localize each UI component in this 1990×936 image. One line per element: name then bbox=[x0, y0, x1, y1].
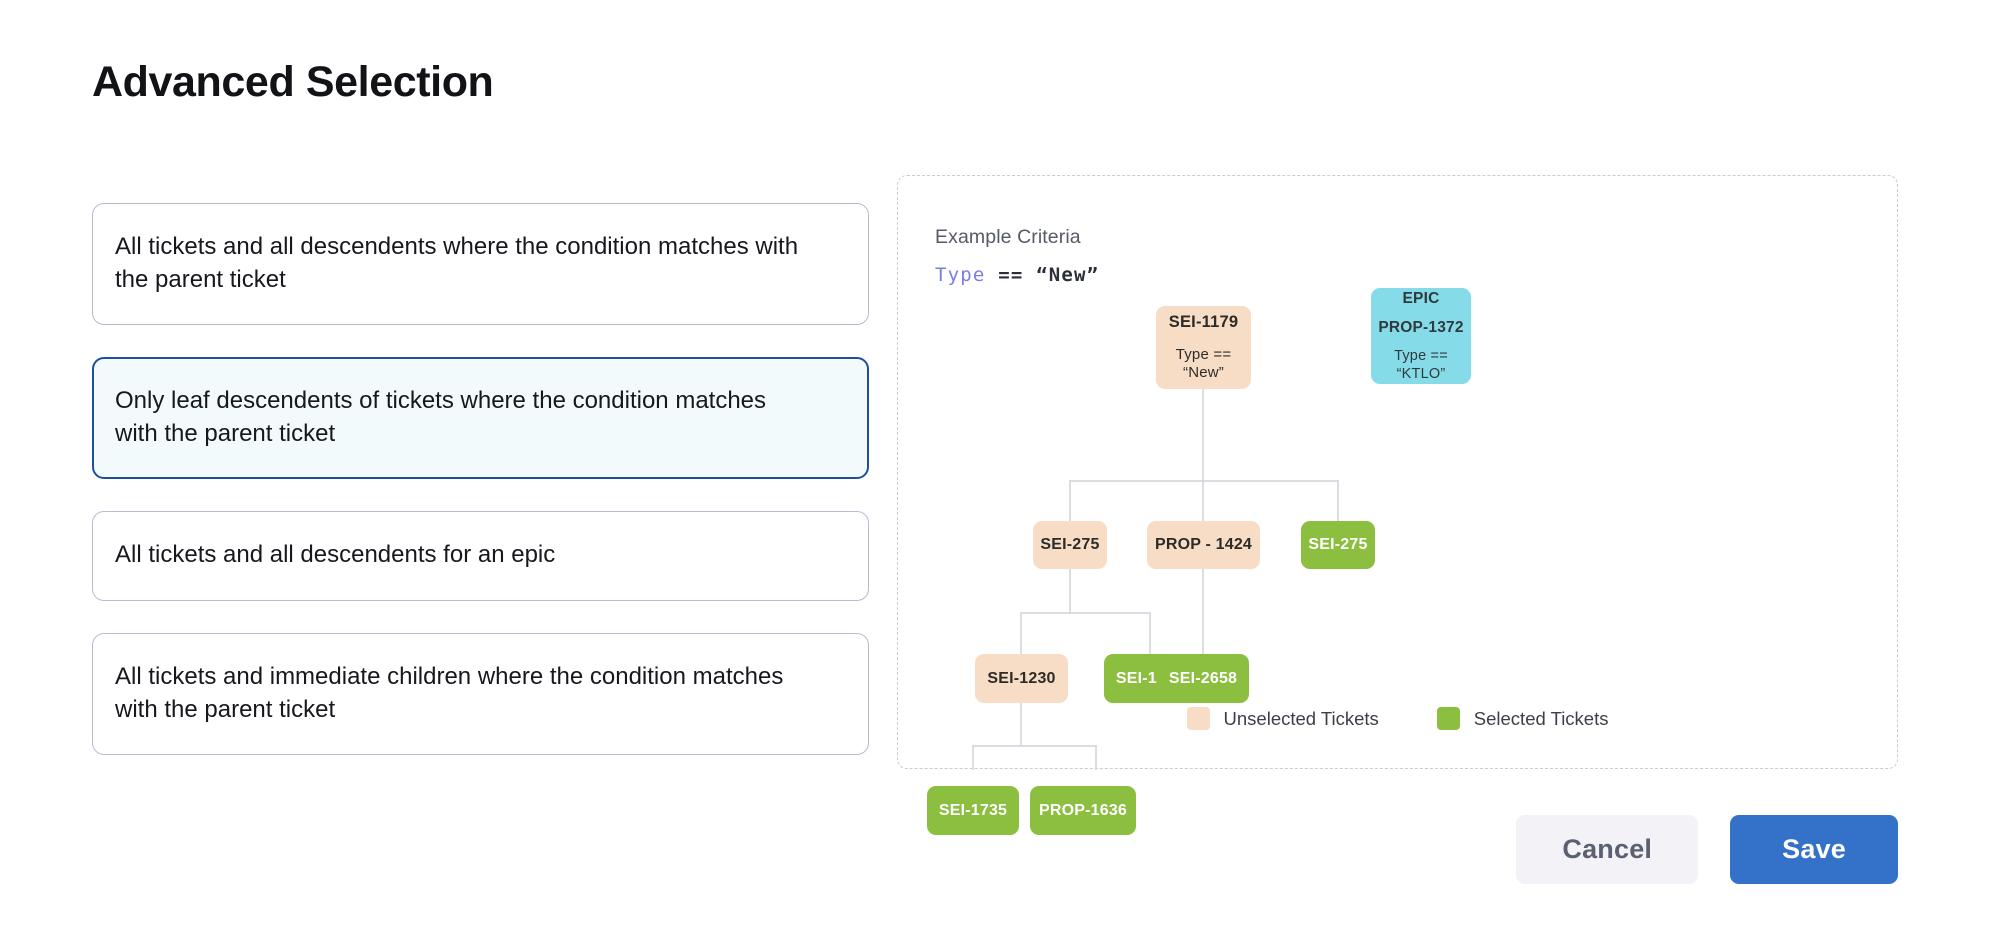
option-label: All tickets and all descendents for an e… bbox=[115, 541, 556, 569]
option-card-all-descendents-epic[interactable]: All tickets and all descendents for an e… bbox=[92, 511, 869, 601]
option-card-all-descendents-condition[interactable]: All tickets and all descendents where th… bbox=[92, 203, 869, 326]
node-label: SEI-1735 bbox=[938, 801, 1008, 819]
node-label: SEI-275 bbox=[1040, 536, 1100, 553]
node-label: SEI-1230 bbox=[987, 669, 1056, 687]
legend-item-selected: Selected Tickets bbox=[1436, 707, 1609, 730]
tree-node-sei-275-a[interactable]: SEI-275 bbox=[1033, 521, 1107, 569]
tree-node-sei-1735-b[interactable]: SEI-1735 bbox=[927, 786, 1019, 835]
node-condition: Type == “New” bbox=[1175, 345, 1232, 382]
example-diagram-panel: Example Criteria Type == “New” bbox=[897, 175, 1898, 835]
legend-swatch-unselected-icon bbox=[1186, 707, 1210, 730]
option-label: Only leaf descendents of tickets where t… bbox=[115, 387, 767, 448]
page-title: Advanced Selection bbox=[92, 58, 494, 106]
tree-node-sei-275-b[interactable]: SEI-275 bbox=[1301, 521, 1375, 569]
node-condition: Type == “KTLO” bbox=[1394, 348, 1448, 383]
legend-label: Selected Tickets bbox=[1473, 707, 1609, 729]
legend-swatch-selected-icon bbox=[1436, 707, 1460, 730]
option-label: All tickets and all descendents where th… bbox=[115, 233, 799, 294]
tree-node-prop-1424[interactable]: PROP - 1424 bbox=[1147, 521, 1260, 569]
node-label: PROP-1636 bbox=[1038, 801, 1128, 819]
node-label: SEI-275 bbox=[1308, 536, 1368, 553]
tree-node-sei-2658[interactable]: SEI-2658 bbox=[1157, 654, 1249, 703]
tree-node-prop-1636[interactable]: PROP-1636 bbox=[1030, 786, 1136, 835]
legend-label: Unselected Tickets bbox=[1223, 707, 1379, 729]
cancel-button[interactable]: Cancel bbox=[1516, 815, 1699, 884]
node-label: PROP - 1424 bbox=[1154, 536, 1253, 553]
criteria-expression: Type == “New” bbox=[935, 264, 1099, 286]
tree-node-epic-prop-1372[interactable]: EPIC PROP-1372 Type == “KTLO” bbox=[1371, 288, 1471, 384]
node-label: SEI-1179 bbox=[1168, 312, 1239, 331]
diagram-legend: Unselected Tickets Selected Tickets bbox=[898, 707, 1897, 730]
save-button[interactable]: Save bbox=[1730, 815, 1898, 884]
option-card-immediate-children-condition[interactable]: All tickets and immediate children where… bbox=[92, 632, 869, 755]
selection-options-list: All tickets and all descendents where th… bbox=[92, 203, 869, 755]
option-card-leaf-descendents-condition[interactable]: Only leaf descendents of tickets where t… bbox=[92, 357, 869, 480]
criteria-value: “New” bbox=[1036, 264, 1100, 286]
tree-node-sei-1179[interactable]: SEI-1179 Type == “New” bbox=[1156, 306, 1251, 389]
node-label: SEI-2658 bbox=[1168, 669, 1238, 687]
criteria-operator: == bbox=[998, 264, 1024, 286]
criteria-field: Type bbox=[935, 264, 986, 286]
legend-item-unselected: Unselected Tickets bbox=[1186, 707, 1379, 730]
option-label: All tickets and immediate children where… bbox=[115, 662, 784, 723]
node-label: EPIC bbox=[1402, 289, 1440, 307]
criteria-label: Example Criteria bbox=[935, 226, 1081, 248]
node-label-secondary: PROP-1372 bbox=[1378, 318, 1464, 336]
dialog-footer: Cancel Save bbox=[1516, 815, 1898, 884]
tree-node-sei-1230[interactable]: SEI-1230 bbox=[975, 654, 1068, 703]
